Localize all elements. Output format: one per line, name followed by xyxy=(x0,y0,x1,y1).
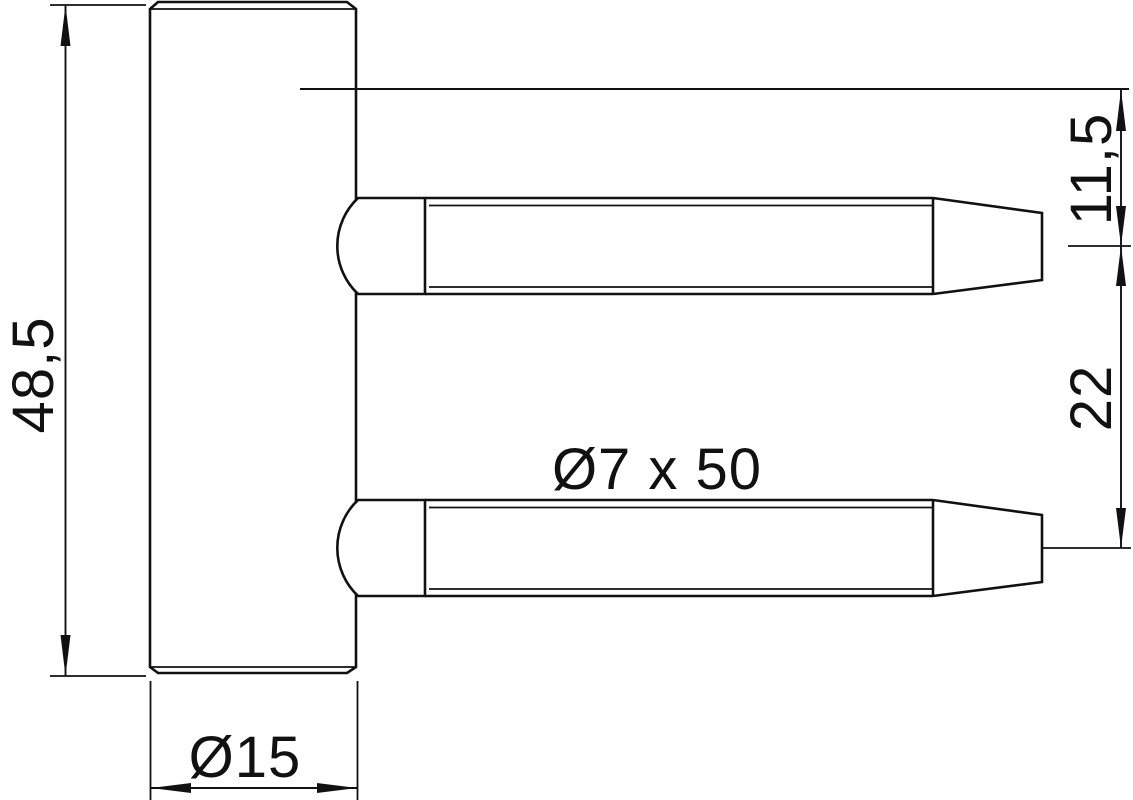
upper-pin-taper xyxy=(931,196,1044,296)
dimension-pin-spacing: 22 xyxy=(1043,246,1131,549)
upper-pin-body-outline xyxy=(425,196,933,296)
lower-pin xyxy=(336,498,1044,598)
pin-spacing-arrow-up xyxy=(1116,246,1126,286)
upper-pin-head xyxy=(336,196,427,296)
diameter-arrow-right xyxy=(317,783,357,793)
lower-pin-inner-lines xyxy=(429,506,933,590)
barrel-silhouette xyxy=(148,0,358,675)
pin-spec-label: Ø7 x 50 xyxy=(552,437,762,502)
height-arrow-down xyxy=(60,635,71,676)
hinge-barrel xyxy=(148,0,358,675)
lower-pin-head xyxy=(336,498,427,598)
height-dimension-label: 48,5 xyxy=(1,317,66,434)
dimension-top-offset: 11,5 xyxy=(1059,89,1131,548)
top-offset-label: 11,5 xyxy=(1059,113,1124,226)
lower-pin-taper xyxy=(931,498,1044,598)
top-offset-arrow-down xyxy=(1116,206,1126,246)
diameter-arrow-left xyxy=(151,783,191,793)
diameter-dimension-label: Ø15 xyxy=(189,725,302,790)
pin-spec-label-group: Ø7 x 50 xyxy=(552,437,762,502)
dimension-overall-height: 48,5 xyxy=(1,4,146,677)
height-arrow-up xyxy=(60,5,71,46)
top-offset-arrow-up xyxy=(1116,90,1126,131)
upper-pin-inner-lines xyxy=(429,204,933,288)
pin-spacing-label: 22 xyxy=(1059,365,1124,432)
pin-spacing-arrow-down xyxy=(1116,508,1126,548)
lower-pin-body-outline xyxy=(425,498,933,598)
dimension-barrel-diameter: Ø15 xyxy=(149,681,359,800)
upper-pin xyxy=(336,196,1044,296)
